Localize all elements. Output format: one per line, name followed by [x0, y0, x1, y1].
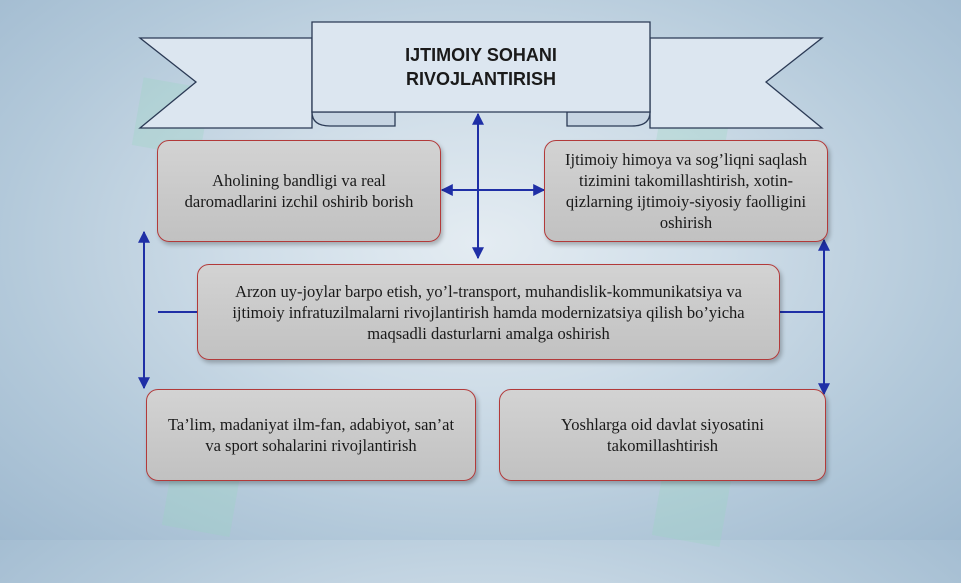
ribbon-left-fold	[311, 111, 396, 127]
box-employment-text: Aholining bandligi va real daromadlarini…	[184, 171, 414, 211]
ribbon-right-tail	[649, 37, 824, 129]
box-youth-policy: Yoshlarga oid davlat siyosatini takomill…	[499, 389, 826, 481]
box-employment: Aholining bandligi va real daromadlarini…	[157, 140, 441, 242]
box-education-culture: Ta’lim, madaniyat ilm-fan, adabiyot, san…	[146, 389, 476, 481]
box-social-protection-text: Ijtimoiy himoya va sog’liqni saqlash tiz…	[565, 150, 807, 232]
title-line-1: IJTIMOIY SOHANI	[405, 45, 557, 65]
page-title: IJTIMOIY SOHANI RIVOJLANTIRISH	[312, 22, 650, 112]
ribbon-left-tail	[138, 37, 313, 129]
box-housing-text: Arzon uy-joylar barpo etish, yo’l-transp…	[232, 281, 745, 343]
box-social-protection: Ijtimoiy himoya va sog’liqni saqlash tiz…	[544, 140, 828, 242]
box-education-text: Ta’lim, madaniyat ilm-fan, adabiyot, san…	[167, 415, 455, 455]
connector-lines	[138, 112, 830, 396]
diagram-canvas	[138, 21, 830, 396]
ribbon-center-panel	[311, 21, 651, 113]
ribbon-right-fold	[566, 111, 651, 127]
title-line-2: RIVOJLANTIRISH	[405, 69, 556, 89]
box-housing-infrastructure: Arzon uy-joylar barpo etish, yo’l-transp…	[197, 264, 780, 360]
box-youth-text: Yoshlarga oid davlat siyosatini takomill…	[561, 415, 764, 455]
title-ribbon	[138, 21, 824, 129]
